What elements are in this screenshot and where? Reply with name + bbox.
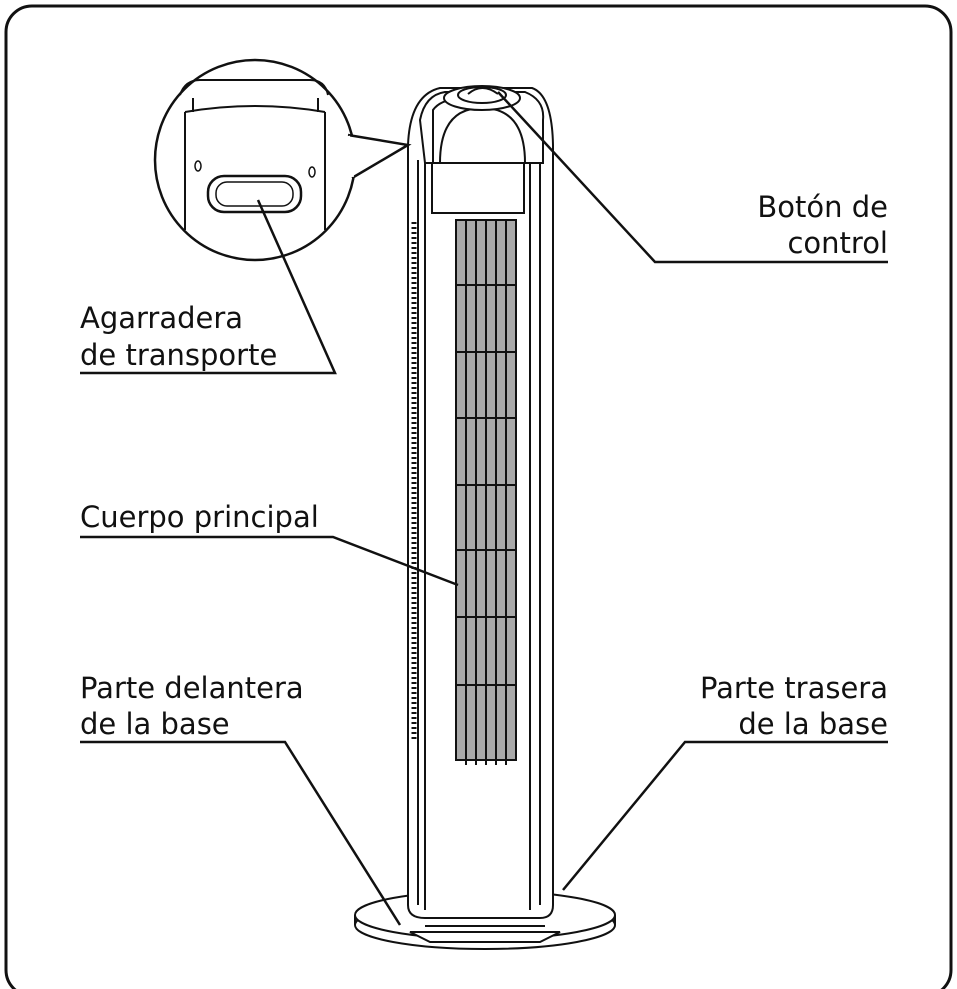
label-carry-handle-line2: de transporte xyxy=(80,338,277,372)
label-control-knob-line1: Botón de xyxy=(757,190,888,224)
label-base-rear-line1: Parte trasera xyxy=(700,671,888,705)
label-base-rear-line2: de la base xyxy=(738,707,888,741)
label-main-body: Cuerpo principal xyxy=(80,500,319,534)
control-knob xyxy=(443,85,521,111)
label-base-front-line2: de la base xyxy=(80,707,230,741)
front-grille xyxy=(455,219,517,765)
label-carry-handle-line1: Agarradera xyxy=(80,301,243,335)
handle-zoom-bubble xyxy=(153,58,412,262)
leader-lines xyxy=(80,91,888,926)
outer-border xyxy=(4,4,953,989)
label-control-knob-line2: control xyxy=(787,226,888,260)
label-base-front-line1: Parte delantera xyxy=(80,671,304,705)
